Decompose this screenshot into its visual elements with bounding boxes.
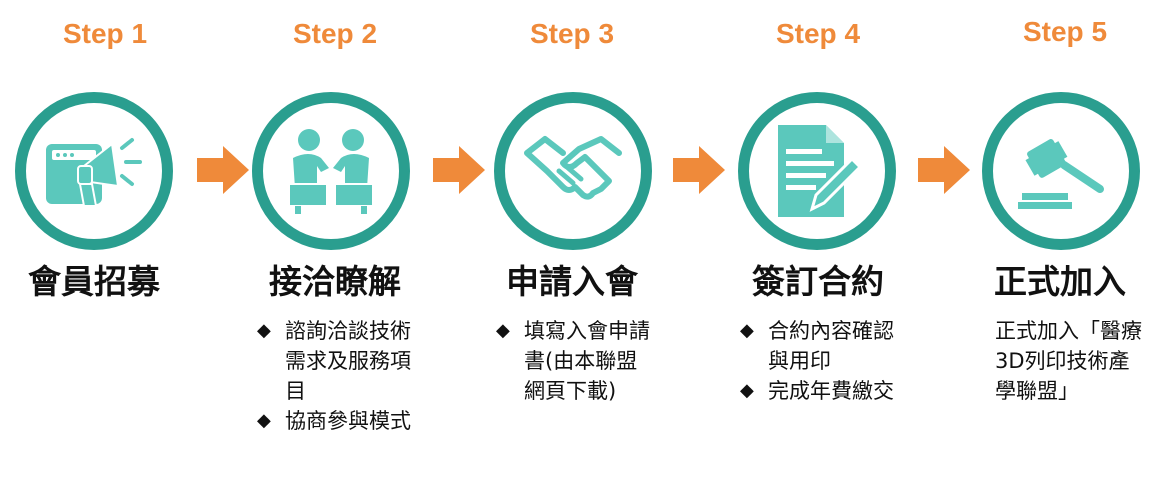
bullet-text: 填寫入會申請 書(由本聯盟網頁下載) [524,319,650,403]
step-title: 申請入會 [506,262,638,301]
step-3: Step 3 申請入會 ◆ 填寫入會申請 書(由本聯盟網頁下載) [472,0,672,481]
step-1: Step 1 會員招募 [5,0,205,481]
diamond-bullet-icon: ◆ [257,320,271,341]
step-label: Step 5 [1022,16,1108,47]
gavel-icon [1018,139,1104,209]
bullet-list: ◆ 諮詢洽談技術需求及服務項目 ◆ 協商參與模式 [257,316,427,436]
step-title: 正式加入 [994,262,1126,301]
list-item: ◆ 協商參與模式 [257,406,427,436]
step-label: Step 4 [775,18,861,49]
step-title: 接洽瞭解 [269,262,401,301]
diamond-bullet-icon: ◆ [740,320,754,341]
list-item: ◆ 完成年費繳交 [740,376,896,406]
arrow-right-icon [197,146,249,194]
bullet-list: ◆ 填寫入會申請 書(由本聯盟網頁下載) [496,316,652,406]
arrow-right-icon [433,146,485,194]
arrow-right-icon [673,146,725,194]
arrow-right-icon [918,146,970,194]
step-circle [252,92,410,250]
contract-icon [778,125,862,217]
list-item: ◆ 諮詢洽談技術需求及服務項目 [257,316,427,406]
bullet-text: 完成年費繳交 [768,379,894,403]
diamond-bullet-icon: ◆ [257,410,271,431]
step-5: Step 5 正式加入 正式加入「醫療3D列印技術產學聯盟」 [965,0,1165,481]
diamond-bullet-icon: ◆ [496,320,510,341]
list-item: ◆ 合約內容確認與用印 [740,316,896,376]
meeting-icon [288,129,374,214]
step-title: 會員招募 [28,262,160,301]
step-2: Step 2 接洽瞭解 ◆ 諮詢洽談技術需求及服務項目 ◆ 協商參與模式 [235,0,435,481]
bullet-text: 諮詢洽談技術需求及服務項目 [285,319,411,403]
list-item: ◆ 填寫入會申請 書(由本聯盟網頁下載) [496,316,652,406]
step-circle [982,92,1140,250]
step-circle [15,92,173,250]
step-title: 簽訂合約 [752,262,884,301]
megaphone-icon [46,138,142,207]
step-description: 正式加入「醫療3D列印技術產學聯盟」 [995,319,1142,403]
diamond-bullet-icon: ◆ [740,380,754,401]
step-circle [494,92,652,250]
step-label: Step 3 [529,18,615,49]
step-label: Step 1 [62,18,148,49]
bullet-list: ◆ 合約內容確認與用印 ◆ 完成年費繳交 [740,316,896,406]
step-label: Step 2 [292,18,378,49]
step-circle [738,92,896,250]
bullet-text: 協商參與模式 [285,409,411,433]
step-4: Step 4 簽訂合約 ◆ 合約內容確認與用印 ◆ 完成年費繳交 [718,0,918,481]
handshake-icon [524,136,622,200]
bullet-text: 合約內容確認與用印 [768,319,894,373]
